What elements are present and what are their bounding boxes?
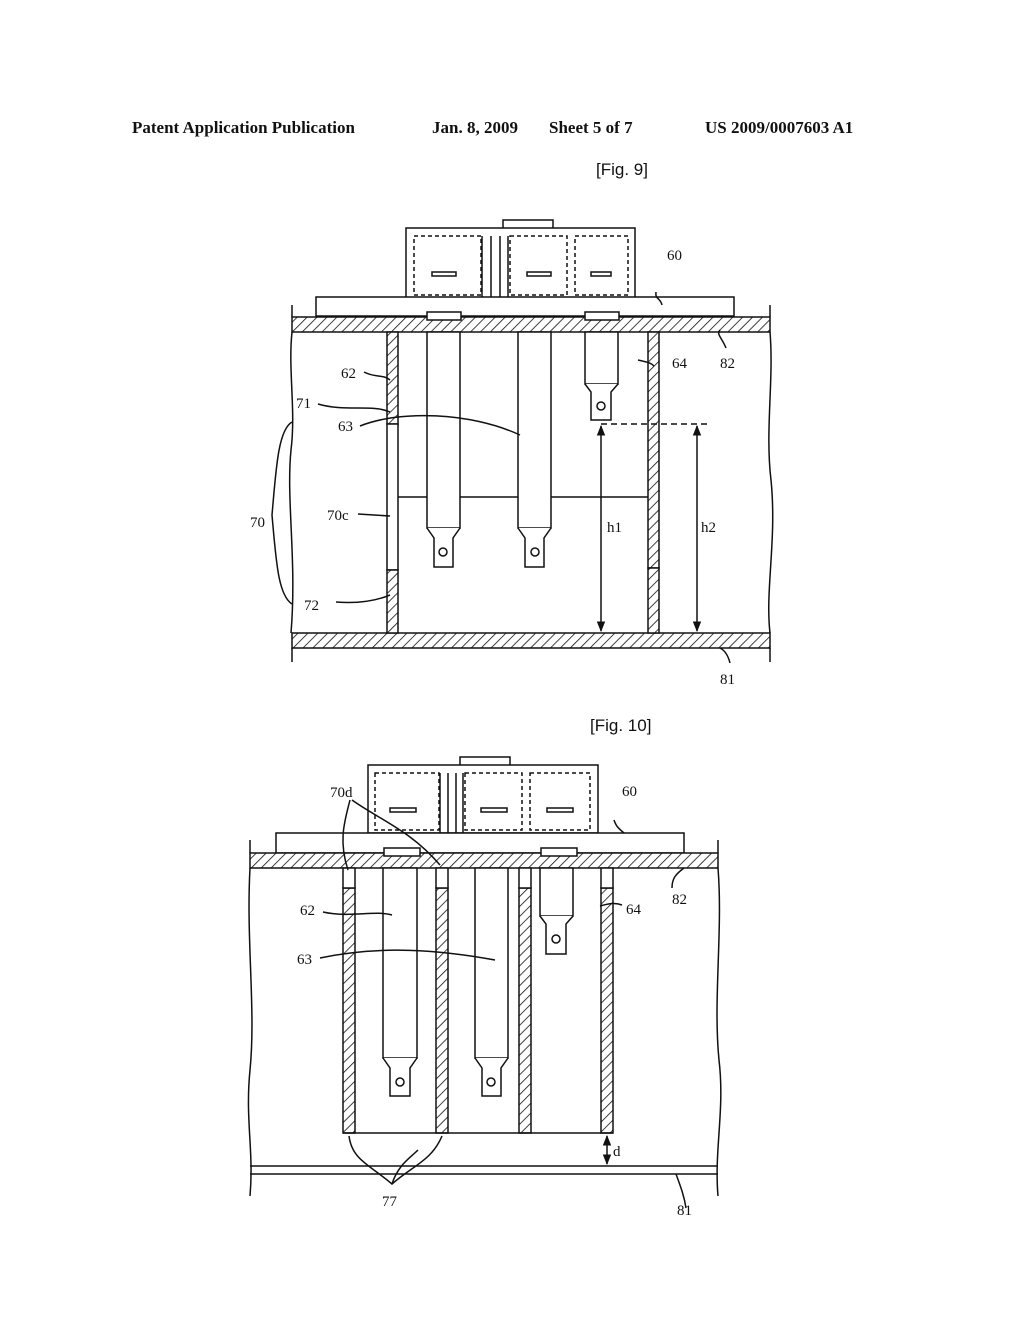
fig9-ref-64: 64 bbox=[672, 356, 688, 372]
figure-9 bbox=[271, 219, 774, 664]
fig9-partition-71 bbox=[386, 331, 399, 425]
fig10-label: [Fig. 10] bbox=[590, 716, 652, 735]
fig10-terminal-64 bbox=[539, 867, 574, 955]
patent-number: US 2009/0007603 A1 bbox=[705, 118, 854, 137]
fig9-ref-70c: 70c bbox=[327, 508, 349, 524]
fig9-label: [Fig. 9] bbox=[596, 160, 648, 179]
fig9-ref-72: 72 bbox=[304, 598, 319, 614]
fig9-labels: 60 62 63 64 71 70 70c 72 82 81 h1 h2 bbox=[250, 248, 735, 688]
publication-date: Jan. 8, 2009 bbox=[432, 118, 518, 137]
fig9-ref-70: 70 bbox=[250, 515, 265, 531]
fig10-labels: 70d 60 62 63 64 82 d 77 81 bbox=[297, 784, 692, 1219]
fig10-partition-4 bbox=[600, 887, 614, 1134]
fig10-ref-82: 82 bbox=[672, 892, 687, 908]
fig9-ref-h2: h2 bbox=[701, 520, 716, 536]
fig10-ref-77: 77 bbox=[382, 1194, 398, 1210]
fig10-partition-2 bbox=[435, 887, 449, 1134]
fig10-ref-63: 63 bbox=[297, 952, 312, 968]
fig9-ref-62: 62 bbox=[341, 366, 356, 382]
fig10-upper-wall-82 bbox=[249, 852, 719, 869]
fig9-lower-wall-81 bbox=[291, 632, 771, 649]
fig9-ref-81: 81 bbox=[720, 672, 735, 688]
fig9-terminal-64 bbox=[584, 331, 619, 421]
fig9-ref-71: 71 bbox=[296, 396, 311, 412]
fig9-ref-63: 63 bbox=[338, 419, 353, 435]
fig10-ref-64: 64 bbox=[626, 902, 642, 918]
fig10-ref-70d: 70d bbox=[330, 785, 353, 801]
fig10-ref-60: 60 bbox=[622, 784, 637, 800]
fig9-right-partition bbox=[647, 331, 660, 569]
fig9-ref-60: 60 bbox=[667, 248, 682, 264]
sheet-number: Sheet 5 of 7 bbox=[549, 118, 633, 137]
fig9-partition-72 bbox=[386, 569, 399, 634]
fig9-ref-h1: h1 bbox=[607, 520, 622, 536]
fig10-terminal-63 bbox=[474, 867, 509, 1097]
fig10-terminal-housing bbox=[275, 756, 685, 854]
fig9-ref-82: 82 bbox=[720, 356, 735, 372]
fig9-upper-wall-82 bbox=[291, 316, 771, 333]
fig10-partition-3 bbox=[518, 887, 532, 1134]
fig10-ref-d: d bbox=[613, 1144, 621, 1160]
fig9-terminal-housing bbox=[315, 219, 735, 317]
fig10-ref-62: 62 bbox=[300, 903, 315, 919]
publication-title: Patent Application Publication bbox=[132, 118, 355, 137]
fig10-ref-81: 81 bbox=[677, 1203, 692, 1219]
fig10-partition-1 bbox=[342, 887, 356, 1134]
figure-10 bbox=[247, 756, 722, 1209]
fig9-terminal-62 bbox=[426, 331, 461, 568]
fig9-terminal-63 bbox=[517, 331, 552, 568]
fig10-terminal-62 bbox=[382, 867, 418, 1097]
